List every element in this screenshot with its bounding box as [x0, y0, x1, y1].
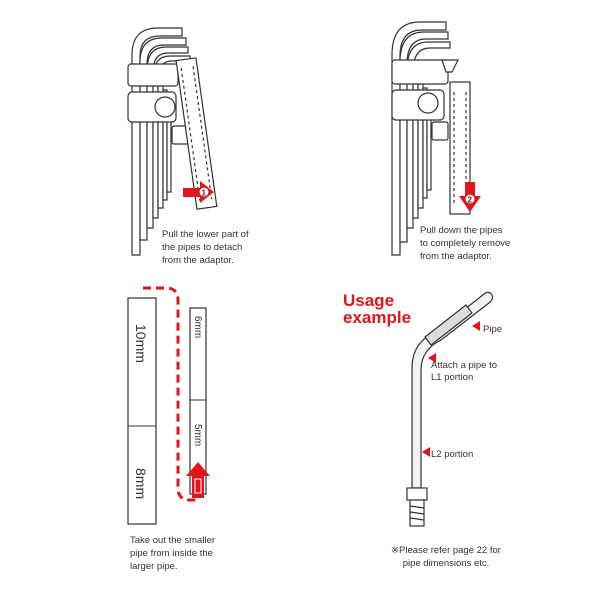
- usage-illustration: [406, 291, 494, 527]
- push-up-arrow: [186, 462, 210, 498]
- usage-note: ※Please refer page 22 for pipe dimension…: [391, 545, 501, 569]
- step-number: 1: [202, 189, 207, 198]
- large-pipe-top-label: 10mm: [133, 324, 149, 363]
- pipe-on-l1: [424, 304, 473, 346]
- remove-panel: 2 Pull down the pipes to completely remo…: [300, 0, 600, 280]
- attach-pointer: [428, 353, 436, 363]
- pull-arrow-1: 1: [183, 181, 214, 203]
- pull-arrow-2: 2: [459, 182, 481, 212]
- label-attach: Attach a pipe to L1 portion: [431, 360, 498, 383]
- detach-caption: Pull the lower part of the pipes to deta…: [162, 229, 249, 266]
- step-number: 2: [468, 196, 473, 205]
- remove-illustration: 2: [391, 21, 481, 256]
- large-pipe-bottom-label: 8mm: [133, 468, 149, 499]
- detach-panel: 1 Pull the lower part of the pipes to de…: [0, 0, 300, 280]
- pipe-pointer: [472, 321, 480, 331]
- small-pipe-bottom-label: 5mm: [192, 424, 203, 446]
- pipes-caption: Take out the smaller pipe from inside th…: [130, 535, 216, 572]
- small-pipe-top-label: 6mm: [192, 316, 203, 338]
- l2-pointer: [422, 447, 430, 457]
- usage-panel: Usage example Pipe Attach a pipe to L1 p…: [300, 280, 600, 600]
- pipes-panel: 10mm 8mm 6mm 5mm Take out the smaller pi…: [0, 280, 300, 600]
- label-l2: L2 portion: [431, 449, 474, 460]
- usage-title: Usage example: [343, 291, 412, 327]
- remove-caption: Pull down the pipes to completely remove…: [420, 225, 511, 262]
- label-pipe: Pipe: [483, 324, 503, 335]
- pipes-illustration: 10mm 8mm 6mm 5mm: [127, 286, 210, 525]
- detach-illustration: 1: [127, 27, 218, 256]
- large-pipe: [127, 297, 157, 525]
